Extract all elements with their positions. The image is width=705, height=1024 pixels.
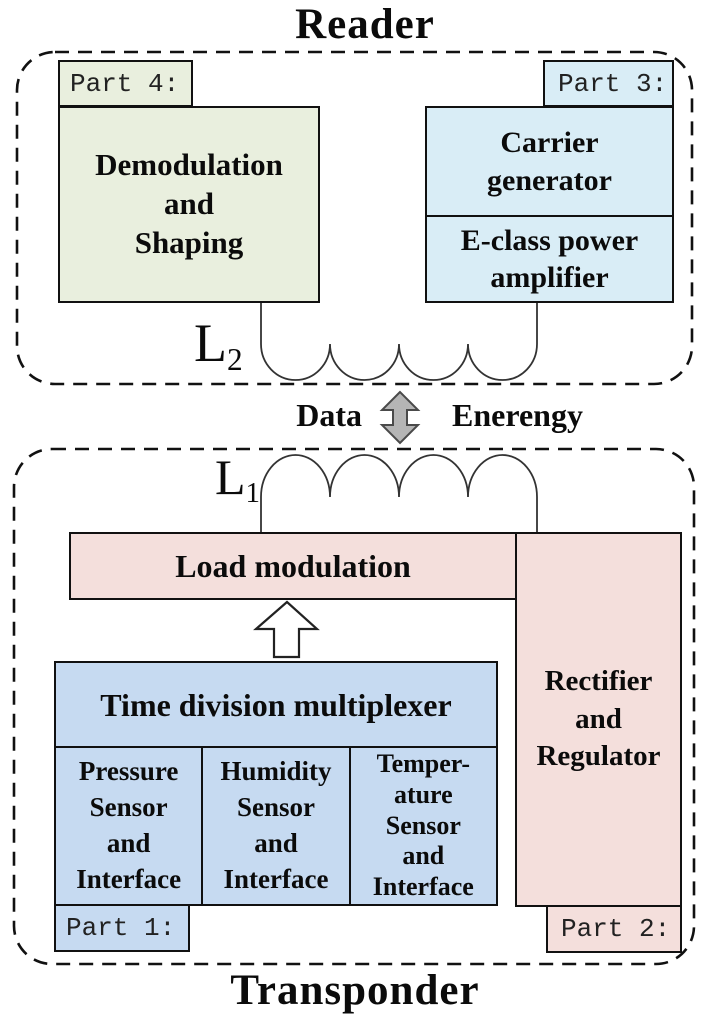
sensor-row: Pressure Sensor and Interface Humidity S… <box>54 746 498 906</box>
l1-coil-label: L1 <box>215 452 260 508</box>
reader-title: Reader <box>295 1 435 48</box>
l2-symbol: L <box>194 313 227 373</box>
part4-label: Part 4: <box>70 68 180 99</box>
eclass-amplifier-cell: E-class power amplifier <box>460 223 639 295</box>
part1-label: Part 1: <box>66 913 176 943</box>
demodulation-label: Demodulation and Shaping <box>95 147 283 260</box>
rectifier-label: Rectifier and Regulator <box>536 664 661 773</box>
sensor-cell-pressure: Pressure Sensor and Interface <box>76 756 182 894</box>
data-energy-arrow-icon <box>379 390 421 445</box>
reader-boundary <box>15 50 694 386</box>
part3-label: Part 3: <box>558 68 668 99</box>
part2-label: Part 2: <box>561 914 671 944</box>
load-modulation-box: Load modulation <box>69 532 517 600</box>
carrier-amplifier-box: Carrier generator E-class power amplifie… <box>425 106 674 303</box>
transponder-title: Transponder <box>230 967 480 1014</box>
data-label: Data <box>296 397 362 433</box>
part4-tab: Part 4: <box>58 60 193 107</box>
sensor-cell-temperature: Temper- ature Sensor and Interface <box>348 748 496 904</box>
energy-label: Enerengy <box>452 397 583 433</box>
mux-up-arrow-icon <box>253 600 320 659</box>
part1-tab: Part 1: <box>54 904 190 952</box>
l1-symbol: L <box>215 449 246 505</box>
l2-coil <box>260 303 538 381</box>
tdm-label: Time division multiplexer <box>100 686 452 723</box>
l2-subscript: 2 <box>227 341 243 377</box>
demodulation-box: Demodulation and Shaping <box>58 106 320 303</box>
rectifier-box: Rectifier and Regulator <box>515 532 682 907</box>
sensor-cell-humidity: Humidity Sensor and Interface <box>201 748 348 904</box>
part2-tab: Part 2: <box>546 905 682 953</box>
tdm-box: Time division multiplexer <box>54 661 498 748</box>
transponder-boundary <box>12 447 696 966</box>
part3-tab: Part 3: <box>543 60 674 107</box>
load-modulation-label: Load modulation <box>175 548 411 584</box>
l2-coil-label: L2 <box>194 316 243 375</box>
l1-subscript: 1 <box>245 477 261 510</box>
l1-coil <box>260 454 538 533</box>
carrier-generator-cell: Carrier generator <box>427 108 672 217</box>
